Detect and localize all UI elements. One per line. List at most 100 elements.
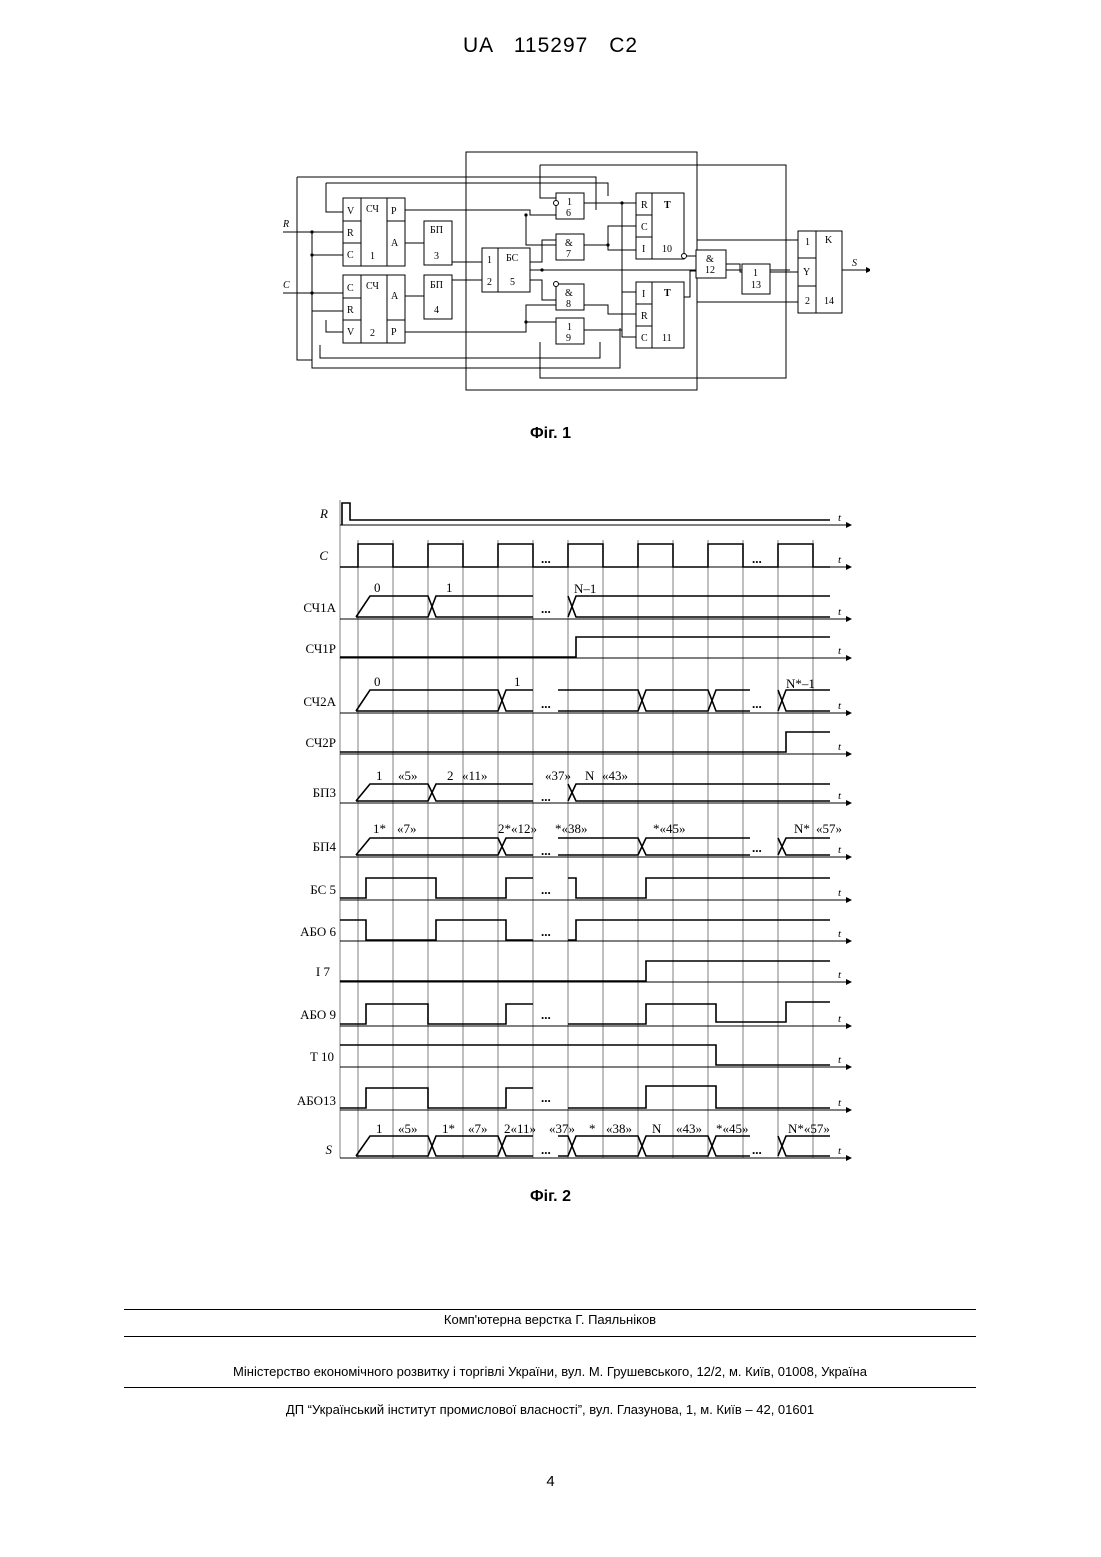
value-label: «37»: [549, 1121, 575, 1136]
pin: R: [347, 305, 354, 316]
value-label: 1: [514, 674, 521, 689]
block-name: БС: [506, 253, 519, 264]
time-label: t: [838, 554, 842, 566]
signal-label-c2p: СЧ2P: [305, 735, 336, 750]
value-label: 0: [374, 580, 381, 595]
page-number: 4: [0, 1473, 1101, 1490]
signal-label-c1p: СЧ1P: [305, 641, 336, 656]
block-name: СЧ: [366, 281, 379, 292]
value-label: 1: [376, 768, 383, 783]
block-num: 7: [566, 249, 571, 260]
time-label: t: [838, 887, 842, 899]
value-label: N: [652, 1121, 662, 1136]
block-diagram: R C S V R C СЧ 1 P A C R V СЧ 2 A P БП 3…: [270, 150, 870, 400]
signal-label-c: C: [319, 548, 328, 563]
signal-label-bp4: БП4: [313, 839, 337, 854]
block-num: 14: [824, 296, 834, 307]
figure-2-caption: Фіг. 2: [0, 1188, 1101, 1206]
ellipsis: ...: [541, 1090, 551, 1105]
pin: V: [347, 327, 355, 338]
footer-institute: ДП “Український інститут промислової вла…: [124, 1402, 976, 1417]
signal-label-abo6: АБО 6: [300, 924, 336, 939]
pin: 2: [805, 296, 810, 307]
block-num: 12: [705, 265, 715, 276]
signal-label-t10: T 10: [310, 1049, 334, 1064]
value-label: 1*: [442, 1121, 455, 1136]
block-name: СЧ: [366, 204, 379, 215]
time-label: t: [838, 606, 842, 618]
ellipsis: ...: [541, 696, 551, 711]
signal-label-c2a: СЧ2A: [303, 694, 336, 709]
pin: C: [347, 250, 354, 261]
time-label: t: [838, 790, 842, 802]
value-label: N*«57»: [788, 1121, 830, 1136]
value-label: «38»: [606, 1121, 632, 1136]
block-num: 11: [662, 333, 672, 344]
footer-rule: [124, 1336, 976, 1337]
value-label: N*–1: [786, 676, 815, 691]
pin: I: [642, 244, 645, 255]
footer-typesetter: Комп'ютерна верстка Г. Паяльніков: [124, 1312, 976, 1327]
block-num: 3: [434, 251, 439, 262]
value-label: 1: [446, 580, 453, 595]
value-label: N–1: [574, 581, 596, 596]
pin: V: [347, 206, 355, 217]
footer-rule: [124, 1309, 976, 1310]
value-label: 0: [374, 674, 381, 689]
value-label: «5»: [398, 768, 418, 783]
ellipsis: ...: [541, 601, 551, 616]
value-label: *«38»: [555, 821, 588, 836]
output-s-label: S: [852, 258, 857, 269]
ellipsis: ...: [541, 843, 551, 858]
pin: Y: [803, 267, 810, 278]
signal-label-i7: I 7: [316, 964, 331, 979]
value-label: «37»: [545, 768, 571, 783]
block-name: 1: [567, 197, 572, 208]
block-name: 1: [753, 268, 758, 279]
time-label: t: [838, 928, 842, 940]
block-num: 10: [662, 244, 672, 255]
signal-label-r: R: [319, 506, 328, 521]
block-num: 13: [751, 280, 761, 291]
value-label: «43»: [602, 768, 628, 783]
block-name: T: [664, 288, 671, 299]
value-label: 2«11»: [504, 1121, 536, 1136]
ellipsis: ...: [752, 1142, 762, 1157]
value-label: 2*«12»: [498, 821, 537, 836]
ellipsis: ...: [541, 882, 551, 897]
time-label: t: [838, 969, 842, 981]
value-label: *«45»: [653, 821, 686, 836]
value-label: «5»: [398, 1121, 418, 1136]
value-label: 1: [376, 1121, 383, 1136]
time-label: t: [838, 1145, 842, 1157]
block-name: K: [825, 235, 833, 246]
pin: P: [391, 206, 397, 217]
pin: A: [391, 238, 399, 249]
block-num: 2: [370, 328, 375, 339]
block-name: &: [565, 238, 573, 249]
value-label: 1*: [373, 821, 386, 836]
figure-1-caption: Фіг. 1: [0, 425, 1101, 443]
time-label: t: [838, 1013, 842, 1025]
value-label: N: [585, 768, 595, 783]
block-num: 4: [434, 305, 439, 316]
value-label: «43»: [676, 1121, 702, 1136]
block-num: 6: [566, 208, 571, 219]
patent-kind: C2: [609, 34, 638, 57]
block-name: &: [706, 254, 714, 265]
pin: R: [641, 200, 648, 211]
input-r-label: R: [282, 219, 289, 230]
value-label: «11»: [462, 768, 488, 783]
block-name: T: [664, 200, 671, 211]
block-name: 1: [567, 322, 572, 333]
pin: I: [642, 289, 645, 300]
ellipsis: ...: [541, 789, 551, 804]
pin: P: [391, 327, 397, 338]
pin: C: [641, 222, 648, 233]
block-num: 9: [566, 333, 571, 344]
value-label: *«45»: [716, 1121, 749, 1136]
time-label: t: [838, 645, 842, 657]
signal-label-c1a: СЧ1A: [303, 600, 336, 615]
signal-label-s: S: [326, 1142, 333, 1157]
pin: 2: [487, 277, 492, 288]
